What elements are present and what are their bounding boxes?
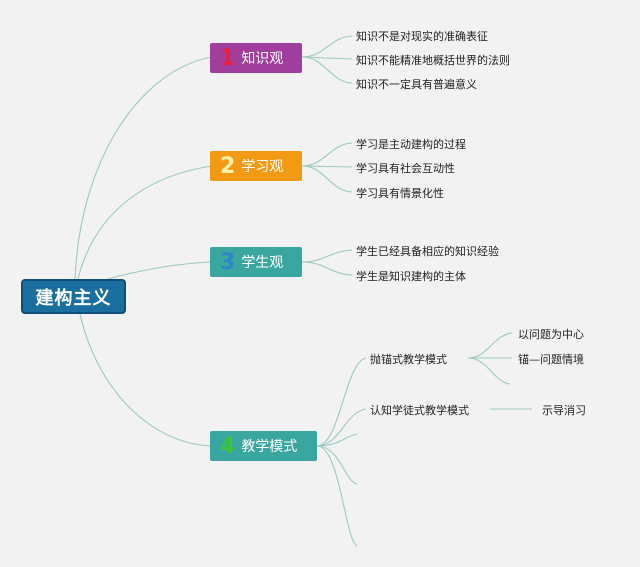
leaf-anchored-1[interactable]: 以问题为中心	[518, 328, 584, 341]
connector-b4-sub-1	[316, 357, 367, 447]
connector-b3-leaf-2	[301, 261, 353, 276]
connector-root-branch-1	[74, 56, 213, 280]
leaf-learning-3[interactable]: 学习具有情景化性	[356, 187, 444, 200]
leaf-student-2[interactable]: 学生是知识建构的主体	[356, 270, 466, 283]
branch-number: 3	[220, 249, 236, 275]
leaf-knowledge-3[interactable]: 知识不一定具有普遍意义	[356, 78, 477, 91]
branch-teaching-model[interactable]: 4 教学模式	[210, 431, 317, 461]
connector-b4-stub-2	[316, 445, 358, 485]
leaf-anchored-2[interactable]: 锚—问题情境	[518, 353, 584, 366]
subbranch-cognitive-apprenticeship[interactable]: 认知学徒式教学模式	[370, 404, 469, 417]
connector-sub1-child-1	[467, 332, 513, 359]
connector-b1-leaf-3	[301, 56, 353, 84]
subbranch-anchored-instruction[interactable]: 抛锚式教学模式	[370, 353, 447, 366]
connector-root-branch-3	[107, 261, 213, 280]
branch-label: 学习观	[241, 159, 284, 175]
branch-learning-view[interactable]: 2 学习观	[210, 151, 302, 181]
branch-label: 教学模式	[241, 439, 298, 455]
leaf-learning-2[interactable]: 学习具有社会互动性	[356, 162, 455, 175]
branch-number: 1	[220, 45, 236, 71]
connector-b2-leaf-3	[301, 165, 353, 193]
root-node[interactable]: 建构主义	[21, 279, 126, 314]
leaf-apprenticeship-1[interactable]: 示导消习	[542, 404, 586, 417]
connector-b3-leaf-1	[301, 249, 353, 263]
connector-sub1-stub	[467, 357, 511, 385]
branch-student-view[interactable]: 3 学生观	[210, 247, 302, 277]
branch-label: 知识观	[241, 51, 284, 67]
connector-b4-stub-3	[316, 445, 358, 547]
branch-knowledge-view[interactable]: 1 知识观	[210, 43, 302, 73]
connector-b2-leaf-2	[301, 165, 353, 168]
connector-b4-sub-2	[316, 408, 367, 447]
leaf-student-1[interactable]: 学生已经具备相应的知识经验	[356, 245, 499, 258]
connector-b2-leaf-1	[301, 142, 353, 167]
connector-b4-stub-1	[316, 433, 358, 447]
connector-b1-leaf-2	[301, 56, 353, 60]
branch-label: 学生观	[241, 255, 284, 271]
connector-b1-leaf-1	[301, 35, 353, 58]
branch-number: 4	[220, 433, 236, 459]
branch-number: 2	[220, 153, 236, 179]
connector-root-branch-4	[79, 313, 213, 447]
leaf-knowledge-1[interactable]: 知识不是对现实的准确表征	[356, 30, 488, 43]
connector-root-branch-2	[77, 165, 213, 280]
leaf-learning-1[interactable]: 学习是主动建构的过程	[356, 138, 466, 151]
leaf-knowledge-2[interactable]: 知识不能精准地概括世界的法则	[356, 54, 510, 67]
